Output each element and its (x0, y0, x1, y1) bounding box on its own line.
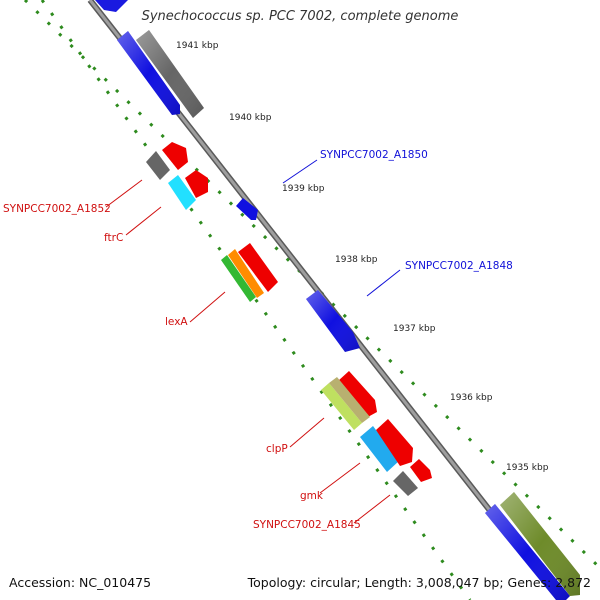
gene-feature-khaki-clpp[interactable] (329, 377, 370, 423)
kbp-label-1939: 1939 kbp (282, 184, 325, 194)
gene-label-a1850[interactable]: SYNPCC7002_A1850 (320, 149, 428, 161)
genome-summary-text: Topology: circular; Length: 3,008,047 bp… (247, 575, 591, 590)
gene-feature-gray-a1852[interactable] (146, 151, 170, 180)
gene-feature-blue-bottom[interactable] (485, 504, 570, 600)
gene-label-a1845[interactable]: SYNPCC7002_A1845 (253, 519, 361, 531)
gene-feature-yellowgreen-clpp[interactable] (321, 383, 362, 430)
gene-feature-orange-lexa[interactable] (228, 249, 264, 298)
gene-label-clpp[interactable]: clpP (266, 443, 288, 455)
gene-feature-green-lexa[interactable] (221, 255, 256, 302)
gene-feature-red-b[interactable] (185, 170, 208, 198)
kbp-label-1935: 1935 kbp (506, 463, 549, 473)
gene-feature-red-a[interactable] (162, 142, 188, 170)
gene-feature-red-lexa[interactable] (238, 243, 278, 292)
gene-feature-cyan-ftrc[interactable] (168, 175, 196, 210)
gene-feature-gray-1941[interactable] (136, 30, 204, 118)
kbp-label-1938: 1938 kbp (335, 255, 378, 265)
leader-line-clpp (289, 417, 325, 448)
genome-title: Synechococcus sp. PCC 7002, complete gen… (141, 9, 459, 24)
gene-feature-gray-a1845[interactable] (393, 471, 418, 496)
leader-line-a1845 (353, 494, 391, 524)
leader-line-a1852 (105, 179, 143, 208)
leader-line-lexa (189, 291, 226, 323)
gene-label-a1848[interactable]: SYNPCC7002_A1848 (405, 260, 513, 272)
tick-line-outer (23, 0, 600, 570)
gene-feature-red-gmk[interactable] (376, 419, 413, 466)
gene-feature-olive-bottom[interactable] (500, 492, 580, 596)
gene-feature-cyan-gmk[interactable] (360, 426, 399, 472)
accession-text: Accession: NC_010475 (9, 575, 152, 590)
gene-feature-blue-1941[interactable] (117, 31, 180, 115)
gene-label-lexa[interactable]: lexA (165, 316, 188, 328)
leader-line-ftrc (125, 206, 162, 236)
leader-line-a1848 (366, 269, 401, 297)
gene-feature-blue-a1848[interactable] (306, 290, 360, 352)
leader-line-a1850 (282, 159, 318, 184)
gene-label-ftrc[interactable]: ftrC (104, 232, 123, 244)
kbp-label-1936: 1936 kbp (450, 393, 493, 403)
gene-label-a1852[interactable]: SYNPCC7002_A1852 (3, 203, 111, 215)
gene-feature-blue-a1850[interactable] (236, 198, 258, 220)
kbp-label-1940: 1940 kbp (229, 113, 272, 123)
gene-label-gmk[interactable]: gmk (300, 490, 324, 502)
kbp-label-1941: 1941 kbp (176, 41, 219, 51)
tick-line-inner (40, 0, 472, 600)
gene-feature-red-clpp[interactable] (338, 371, 377, 418)
leader-line-gmk (319, 462, 361, 494)
gene-feature-red-small[interactable] (410, 459, 432, 482)
gene-feature-blue-top[interactable] (95, 0, 128, 12)
kbp-label-1937: 1937 kbp (393, 324, 436, 334)
